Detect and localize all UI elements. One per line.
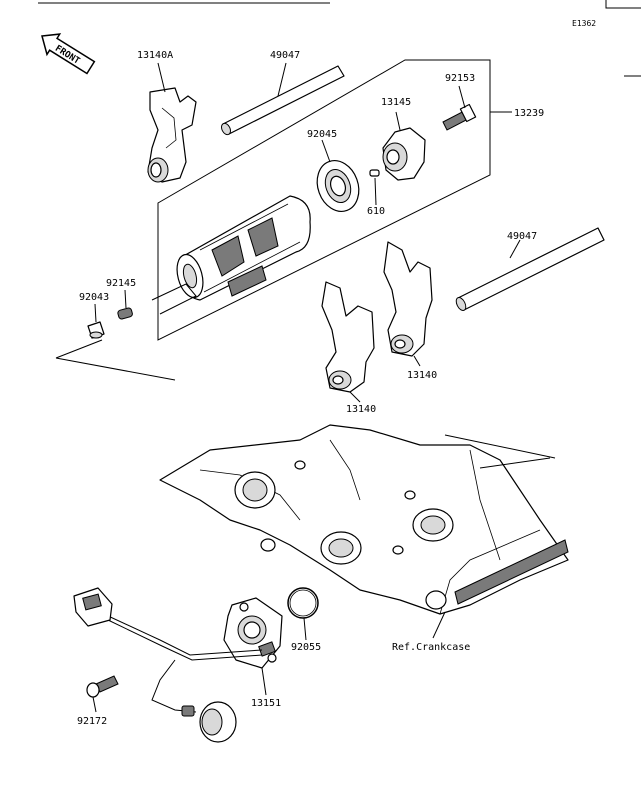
label-92145: 92145 bbox=[106, 278, 136, 289]
part-labels: 13140A 49047 92153 13145 13239 92045 610… bbox=[77, 50, 544, 727]
shift-fork-13140-right bbox=[383, 241, 433, 357]
label-92172: 92172 bbox=[77, 716, 107, 727]
shift-rod-mid bbox=[455, 227, 605, 311]
label-13239: 13239 bbox=[514, 108, 544, 119]
shift-fork-13140a bbox=[147, 87, 197, 183]
label-92153: 92153 bbox=[445, 73, 475, 84]
label-ref-crankcase: Ref.Crankcase bbox=[392, 642, 470, 653]
pin-92043 bbox=[87, 321, 105, 339]
page-border bbox=[38, 0, 641, 77]
label-92055: 92055 bbox=[291, 642, 321, 653]
label-92043: 92043 bbox=[79, 292, 109, 303]
gear-position-sensor bbox=[73, 587, 283, 743]
label-610: 610 bbox=[367, 206, 385, 217]
shift-rod-top bbox=[221, 65, 345, 136]
label-49047-top: 49047 bbox=[270, 50, 300, 61]
bolt-92172 bbox=[86, 675, 119, 698]
diagram-code: E1362 bbox=[572, 19, 596, 28]
label-13140-b: 13140 bbox=[346, 404, 376, 415]
shift-cam-13145 bbox=[382, 127, 426, 181]
label-13140-a: 13140 bbox=[407, 370, 437, 381]
label-49047-mid: 49047 bbox=[507, 231, 537, 242]
bolt-92153 bbox=[442, 103, 477, 131]
crankcase bbox=[159, 424, 569, 615]
assembly-bracket bbox=[157, 59, 491, 341]
shift-fork-13140-left bbox=[321, 281, 375, 393]
label-13151: 13151 bbox=[251, 698, 281, 709]
bearing-92045 bbox=[316, 160, 360, 212]
shift-drum bbox=[151, 195, 311, 315]
pin-610 bbox=[369, 169, 380, 177]
spring-92145 bbox=[117, 307, 133, 320]
label-13140a: 13140A bbox=[137, 50, 173, 61]
leader-lines bbox=[92, 62, 521, 713]
label-92045: 92045 bbox=[307, 129, 337, 140]
front-arrow-icon: FRONT bbox=[41, 33, 96, 75]
o-ring-92055 bbox=[287, 587, 319, 619]
label-13145: 13145 bbox=[381, 97, 411, 108]
